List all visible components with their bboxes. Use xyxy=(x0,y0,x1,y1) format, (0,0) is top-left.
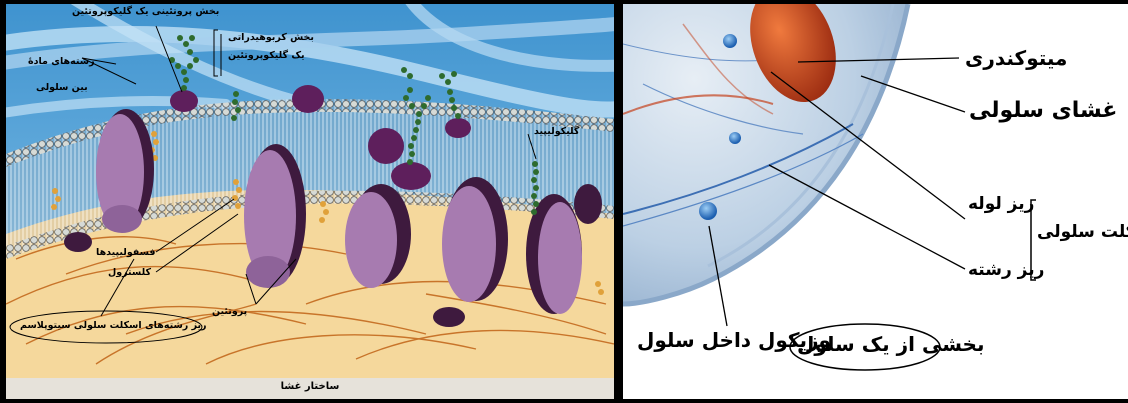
label-glycolipid: گلیکولیپید xyxy=(534,126,579,137)
label-cell-membrane: غشای سلولی xyxy=(969,98,1117,123)
label-phospholipids: فسفولیپیدها xyxy=(96,247,156,258)
label-microtubule: ریز لوله xyxy=(968,194,1034,214)
label-carb-part-1: بخش کربوهیدراتی xyxy=(228,32,314,43)
label-microfilaments: ریز رشته‌های اسکلت سلولی سیتوپلاسم xyxy=(20,320,207,331)
caption-text: ساختار غشا xyxy=(6,381,614,392)
label-cholesterol: کلسترول xyxy=(108,267,151,278)
membrane-structure-diagram: بخش پروتئینی یک گلیکوپروتئین بخش کربوهید… xyxy=(6,4,614,399)
vesicle-3 xyxy=(699,202,717,220)
label-protein: پروتئین xyxy=(212,306,247,317)
caption-bar: ساختار غشا xyxy=(6,378,614,399)
label-carb-part-2: یک گلیکوپروتئین xyxy=(228,50,305,61)
label-fibers-2: بین سلولی xyxy=(36,82,88,93)
vesicle-2 xyxy=(729,132,741,144)
label-cytoskeleton: اسکلت سلولی xyxy=(1037,222,1128,242)
vesicle-1 xyxy=(723,34,737,48)
cell-part-diagram: میتوکندری غشای سلولی ریز لوله اسکلت سلول… xyxy=(623,4,1128,399)
label-mitochondria: میتوکندری xyxy=(965,46,1067,70)
label-protein-part: بخش پروتئینی یک گلیکوپروتئین xyxy=(72,6,219,17)
label-fibers-1: رشته‌های مادهٔ xyxy=(28,56,95,67)
label-cell-part: بخشی از یک سلول xyxy=(797,332,984,356)
label-microfilament: ریز رشته xyxy=(968,260,1044,280)
